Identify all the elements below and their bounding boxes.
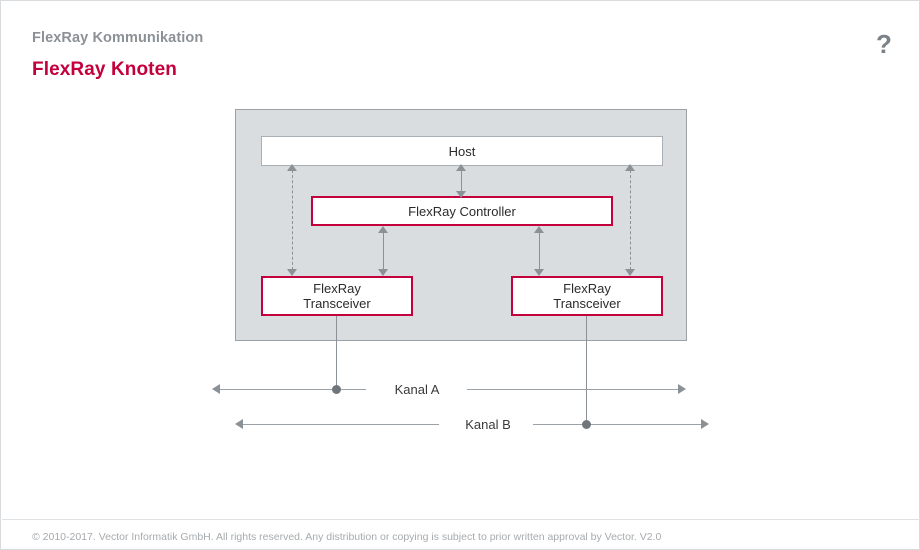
arrow-shaft <box>630 170 631 270</box>
block-host[interactable]: Host <box>261 136 663 166</box>
page-title: FlexRay Knoten <box>32 59 177 80</box>
arrowhead-up-icon <box>534 226 544 233</box>
slide-subtitle: FlexRay Kommunikation <box>32 30 204 46</box>
arrowhead-down-icon <box>456 191 466 198</box>
transceiver-right-label-line2: Transceiver <box>553 296 621 311</box>
bus-stub-left-transceiver <box>336 316 337 390</box>
transceiver-left-label-line1: FlexRay <box>313 281 361 296</box>
arrowhead-up-icon <box>378 226 388 233</box>
channel-a-label: Kanal A <box>394 382 440 397</box>
channel-a-connection-dot <box>332 385 341 394</box>
channel-b-line-left <box>243 424 439 425</box>
arrow-host-transceiver-left-icon <box>286 164 299 276</box>
block-flexray-transceiver-left[interactable]: FlexRay Transceiver <box>261 276 413 316</box>
arrowhead-up-icon <box>287 164 297 171</box>
arrow-shaft <box>539 232 540 270</box>
arrowhead-down-icon <box>287 269 297 276</box>
arrowhead-down-icon <box>534 269 544 276</box>
block-flexray-controller[interactable]: FlexRay Controller <box>311 196 613 226</box>
transceiver-left-label-line2: Transceiver <box>303 296 371 311</box>
arrowhead-up-icon <box>456 164 466 171</box>
transceiver-right-label-line1: FlexRay <box>563 281 611 296</box>
channel-a-line-right <box>467 389 678 390</box>
arrow-controller-transceiver-left-icon <box>377 226 390 276</box>
arrow-host-transceiver-right-icon <box>624 164 637 276</box>
channel-a-arrow-right-icon <box>678 384 686 394</box>
footer-copyright: © 2010-2017. Vector Informatik GmbH. All… <box>32 531 662 543</box>
channel-a-arrow-left-icon <box>212 384 220 394</box>
channel-b-label: Kanal B <box>465 417 511 432</box>
arrowhead-down-icon <box>378 269 388 276</box>
channel-b-connection-dot <box>582 420 591 429</box>
diagram-stage: Host FlexRay Controller FlexRay Transcei… <box>1 91 920 451</box>
block-host-label: Host <box>448 143 476 159</box>
help-icon[interactable]: ? <box>876 29 892 59</box>
arrow-controller-transceiver-right-icon <box>533 226 546 276</box>
arrowhead-down-icon <box>625 269 635 276</box>
arrow-shaft <box>383 232 384 270</box>
footer-divider <box>2 519 920 520</box>
channel-b-arrow-left-icon <box>235 419 243 429</box>
arrow-shaft <box>461 170 462 192</box>
channel-b-line-right <box>533 424 701 425</box>
bus-stub-right-transceiver <box>586 316 587 425</box>
channel-a-line-left <box>220 389 366 390</box>
arrowhead-up-icon <box>625 164 635 171</box>
block-flexray-transceiver-right[interactable]: FlexRay Transceiver <box>511 276 663 316</box>
arrow-shaft <box>292 170 293 270</box>
channel-b-arrow-right-icon <box>701 419 709 429</box>
block-flexray-controller-label: FlexRay Controller <box>408 203 516 219</box>
arrow-host-controller-icon <box>455 164 468 198</box>
